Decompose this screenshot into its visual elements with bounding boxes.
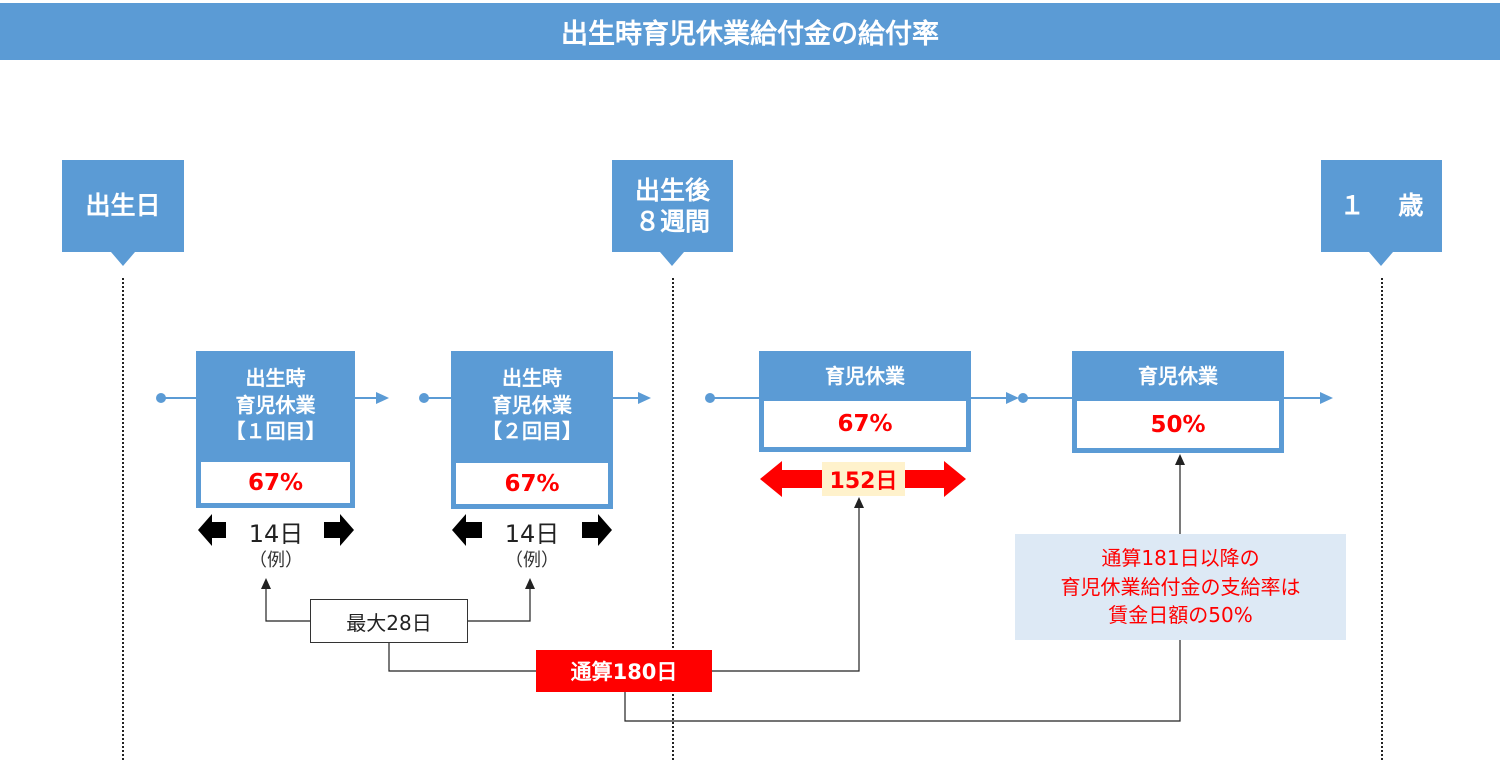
leave-block-childcare-67-header: 育児休業: [825, 363, 905, 388]
leave-block-childcare-50: 育児休業 50%: [1072, 351, 1284, 453]
days-152-label: 152日: [822, 462, 905, 496]
duration-1-days: 14日: [248, 520, 304, 548]
duration-2-example-note: （例）: [505, 550, 559, 571]
leave-block-birth-1-line2: 育児休業: [235, 392, 316, 417]
payment-rate-note-line1: 通算181日以降の: [1101, 546, 1260, 571]
max-28-days-box: 最大28日: [310, 599, 468, 643]
marker-age-1-tip: [1369, 252, 1393, 266]
leave-block-childcare-67-rate: 67%: [764, 401, 966, 447]
marker-8-weeks: 出生後 ８週間: [612, 160, 733, 252]
leave-block-birth-1: 出生時 育児休業 【１回目】 67%: [196, 351, 355, 508]
leave-block-childcare-50-header: 育児休業: [1138, 363, 1218, 388]
marker-birth-date-label: 出生日: [85, 191, 161, 221]
leave-block-childcare-67: 育児休業 67%: [759, 351, 971, 452]
marker-8-weeks-tip: [660, 252, 684, 266]
marker-birth-date: 出生日: [62, 160, 184, 252]
leave-block-birth-1-rate: 67%: [201, 462, 350, 503]
marker-age-1: １ 歳: [1321, 160, 1442, 252]
marker-8-weeks-line2: ８週間: [634, 207, 710, 236]
marker-birth-date-tip: [111, 252, 135, 266]
payment-rate-note-line2: 育児休業給付金の支給率は: [1060, 574, 1301, 599]
leave-block-birth-2: 出生時 育児休業 【２回目】 67%: [451, 351, 613, 509]
leave-block-birth-2-header: 出生時 育児休業 【２回目】: [451, 351, 613, 459]
payment-rate-note-line3: 賃金日額の50%: [1108, 603, 1253, 628]
leave-block-birth-1-line1: 出生時: [245, 366, 306, 391]
payment-rate-note: 通算181日以降の 育児休業給付金の支給率は 賃金日額の50%: [1015, 534, 1346, 640]
marker-8-weeks-line1: 出生後: [634, 175, 710, 205]
leave-block-birth-2-line3: 【２回目】: [482, 419, 582, 444]
leave-block-birth-2-rate: 67%: [456, 463, 608, 504]
page-title: 出生時育児休業給付金の給付率: [0, 3, 1500, 60]
duration-2-days: 14日: [504, 520, 560, 548]
total-180-days-box: 通算180日: [536, 650, 712, 692]
age-1-guide-line: [1381, 278, 1383, 760]
duration-1-example-note: （例）: [249, 550, 303, 571]
leave-block-birth-2-line2: 育児休業: [492, 392, 572, 417]
leave-block-birth-2-line1: 出生時: [502, 366, 562, 391]
leave-block-birth-1-line3: 【１回目】: [225, 419, 326, 444]
marker-age-1-label: １ 歳: [1339, 191, 1424, 221]
leave-block-childcare-50-rate: 50%: [1077, 401, 1279, 448]
birth-date-guide-line: [122, 278, 124, 760]
leave-block-birth-1-header: 出生時 育児休業 【１回目】: [196, 351, 355, 459]
8-weeks-guide-line: [672, 278, 674, 760]
